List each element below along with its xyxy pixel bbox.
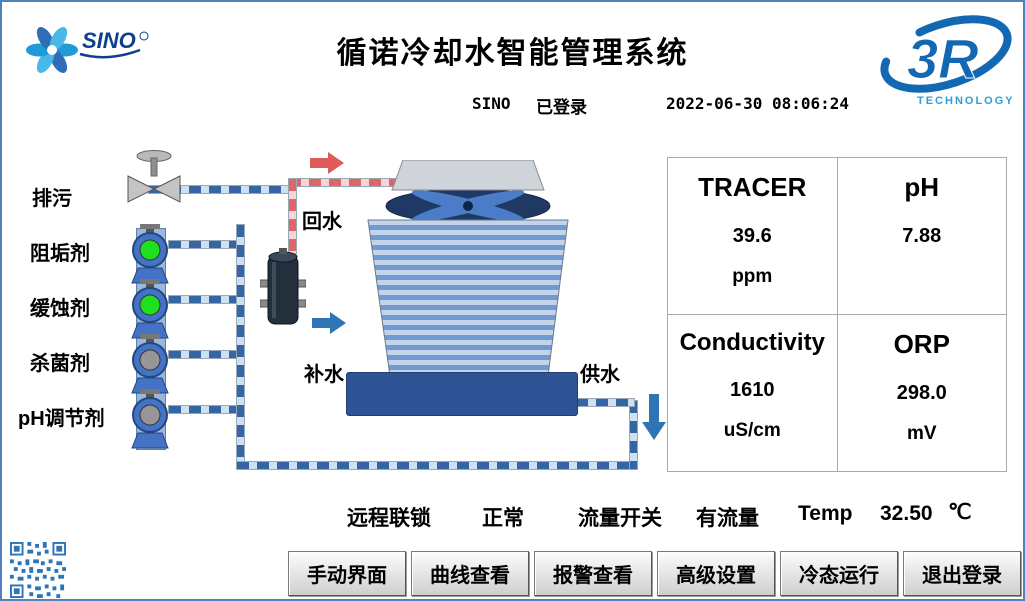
pipe-main-vertical [236,224,245,470]
pump-scale-inhibitor[interactable] [124,224,176,284]
pipe-supply-vertical [629,400,638,470]
metric-conductivity: Conductivity 1610 uS/cm [668,315,838,472]
pipe-dosing-1 [168,240,240,249]
metric-orp: ORP 298.0 mV [837,315,1007,472]
makeup-flow-arrow-icon [312,312,346,334]
flow-switch-value: 有流量 [696,507,759,530]
pipe-supply-stub [575,398,635,407]
flow-switch-label: 流量开关 [578,507,662,530]
pipe-dosing-4 [168,405,240,414]
temp-label: Temp [798,502,853,525]
metric-name: pH [904,172,940,202]
label-scale-inhibitor: 阻垢剂 [30,243,90,265]
return-flow-arrow-icon [310,152,344,174]
svg-text:SINO: SINO [82,28,136,53]
metric-tracer: TRACER 39.6 ppm [668,158,838,315]
label-return-water: 回水 [302,211,342,233]
label-supply-water: 供水 [580,364,620,386]
logout-button[interactable]: 退出登录 [903,551,1021,596]
metric-ph: pH 7.88 [837,158,1007,315]
metric-unit: uS/cm [723,420,781,441]
login-status: 已登录 [536,98,587,117]
temp-value: 32.50 [880,502,933,525]
label-ph-adjuster: pH调节剂 [18,408,105,430]
blowdown-valve[interactable] [124,148,184,204]
curve-view-button[interactable]: 曲线查看 [411,551,529,596]
bottom-button-bar: 手动界面 曲线查看 报警查看 高级设置 冷态运行 退出登录 [288,551,1021,596]
interlock-value: 正常 [482,507,524,530]
pump-ph-adjuster[interactable] [124,389,176,449]
metric-name: TRACER [698,172,807,202]
interlock-label: 远程联锁 [347,507,431,530]
label-makeup-water: 补水 [304,364,344,386]
3r-technology-logo-icon: 3R TECHNOLOGY [880,15,1015,107]
cooling-tower [367,160,569,377]
temp-unit: ℃ [948,501,972,524]
tower-basin [346,372,578,416]
metric-value: 298.0 [896,382,947,404]
pipe-dosing-2 [168,295,240,304]
metric-unit: ppm [732,266,773,287]
filter-vessel[interactable] [260,248,306,334]
metric-value: 39.6 [732,225,772,247]
metric-name: ORP [893,329,950,359]
qr-code-icon [10,542,66,598]
pump-corrosion-inhibitor[interactable] [124,279,176,339]
pipe-return-vertical [288,178,297,254]
alarm-view-button[interactable]: 报警查看 [534,551,652,596]
label-blowdown: 排污 [32,188,72,210]
logged-in-user: SINO [472,94,511,113]
metrics-panel: TRACER 39.6 ppm pH 7.88 Conductivity 161… [667,157,1007,472]
label-biocide: 杀菌剂 [30,353,90,375]
metric-value: 1610 [730,379,775,401]
manual-screen-button[interactable]: 手动界面 [288,551,406,596]
page-title: 循诺冷却水智能管理系统 [336,37,689,70]
cold-run-button[interactable]: 冷态运行 [780,551,898,596]
svg-text:TECHNOLOGY: TECHNOLOGY [917,95,1015,107]
pipe-bottom-horizontal [236,461,638,470]
sino-logo-icon: SINO [26,27,149,73]
label-corrosion-inhibitor: 缓蚀剂 [30,298,90,320]
advanced-settings-button[interactable]: 高级设置 [657,551,775,596]
supply-flow-arrow-icon [642,394,666,440]
svg-text:3R: 3R [907,27,979,90]
metric-value: 7.88 [902,225,942,247]
metric-unit: mV [906,423,937,444]
pipe-dosing-3 [168,350,240,359]
datetime: 2022-06-30 08:06:24 [666,94,850,113]
pump-biocide[interactable] [124,334,176,394]
metric-name: Conductivity [679,329,825,356]
